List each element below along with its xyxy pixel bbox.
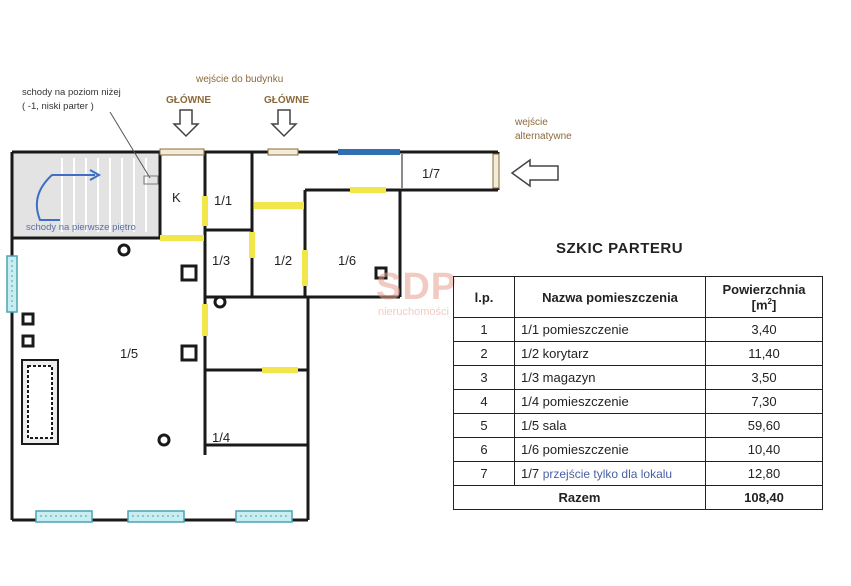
unit-close: ] xyxy=(772,297,777,313)
table-row: 3 1/3 magazyn 3,50 xyxy=(453,365,823,390)
room-label-1-7: 1/7 xyxy=(422,166,441,181)
stairs-down-line1: schody na poziom niżej xyxy=(22,87,121,98)
row7-note: przejście tylko dla lokalu xyxy=(542,467,673,481)
main-entrance-left-label: GŁÓWNE xyxy=(166,95,211,106)
cell-name: 1/2 korytarz xyxy=(514,341,706,366)
header-area: Powierzchnia [m2] xyxy=(705,276,823,318)
entrance-title: wejście do budynku xyxy=(196,74,284,85)
room-label-1-3: 1/3 xyxy=(212,253,231,268)
cell-name: 1/1 pomieszczenie xyxy=(514,317,706,342)
stair-direction-arrow xyxy=(36,174,95,221)
total-label: Razem xyxy=(453,485,706,510)
pillars xyxy=(21,264,388,362)
cell-area: 12,80 xyxy=(705,461,823,486)
cell-lp: 2 xyxy=(453,341,515,366)
stairs-up-label: schody na pierwsze piętro xyxy=(26,222,136,233)
room-label-1-6: 1/6 xyxy=(338,253,357,268)
rooms-table: l.p. Nazwa pomieszczenia Powierzchnia [m… xyxy=(453,276,823,510)
header-name: Nazwa pomieszczenia xyxy=(514,276,706,318)
k-label: K xyxy=(172,190,181,205)
window-top-blue xyxy=(338,149,400,155)
cell-name: 1/4 pomieszczenie xyxy=(514,389,706,414)
room-label-1-4: 1/4 xyxy=(212,430,231,445)
cell-lp: 7 xyxy=(453,461,515,486)
stairs-down-note: schody na poziom niżej ( -1, niski parte… xyxy=(22,86,121,114)
table-row: 1 1/1 pomieszczenie 3,40 xyxy=(453,317,823,342)
windows xyxy=(6,255,293,523)
cell-area: 11,40 xyxy=(705,341,823,366)
table-row: 5 1/5 sala 59,60 xyxy=(453,413,823,438)
total-area: 108,40 xyxy=(705,485,823,510)
stairs-down-line2: ( -1, niski parter ) xyxy=(22,101,94,112)
table-row: 6 1/6 pomieszczenie 10,40 xyxy=(453,437,823,462)
table-row: 4 1/4 pomieszczenie 7,30 xyxy=(453,389,823,414)
cell-name: 1/5 sala xyxy=(514,413,706,438)
stair-treads xyxy=(61,158,147,232)
alt-entrance-door xyxy=(492,153,500,189)
watermark-logo: SDP xyxy=(376,266,458,308)
cell-name: 1/6 pomieszczenie xyxy=(514,437,706,462)
table-total-row: Razem 108,40 xyxy=(453,485,823,510)
header-area-unit: [m2] xyxy=(712,297,816,312)
cell-lp: 6 xyxy=(453,437,515,462)
room-label-1-2: 1/2 xyxy=(274,253,293,268)
round-vents xyxy=(117,243,227,447)
doors xyxy=(160,187,386,373)
main-entrance-right-label: GŁÓWNE xyxy=(264,95,309,106)
main-entrance-right xyxy=(267,148,299,156)
cell-lp: 4 xyxy=(453,389,515,414)
cell-area: 3,40 xyxy=(705,317,823,342)
entrance-arrows xyxy=(172,109,559,188)
unit-exp: 2 xyxy=(767,296,772,306)
cell-lp: 3 xyxy=(453,365,515,390)
header-lp: l.p. xyxy=(453,276,515,318)
cell-area: 3,50 xyxy=(705,365,823,390)
alt-entrance-label: wejście alternatywne xyxy=(515,116,572,144)
cell-name: 1/7 przejście tylko dla lokalu xyxy=(514,461,706,486)
sketch-title: SZKIC PARTERU xyxy=(556,240,684,257)
cell-area: 7,30 xyxy=(705,389,823,414)
alt-entrance-line1: wejście xyxy=(515,117,548,128)
table-row: 7 1/7 przejście tylko dla lokalu 12,80 xyxy=(453,461,823,486)
cell-area: 10,40 xyxy=(705,437,823,462)
unit-m: [m xyxy=(751,297,768,313)
table-header-row: l.p. Nazwa pomieszczenia Powierzchnia [m… xyxy=(453,276,823,318)
main-entrance-left xyxy=(159,148,205,156)
cell-lp: 1 xyxy=(453,317,515,342)
cell-area: 59,60 xyxy=(705,413,823,438)
table-row: 2 1/2 korytarz 11,40 xyxy=(453,341,823,366)
header-area-line1: Powierzchnia xyxy=(722,281,806,297)
fixture xyxy=(21,359,59,445)
row7-code: 1/7 xyxy=(521,466,540,481)
alt-entrance-line2: alternatywne xyxy=(515,131,572,142)
room-label-1-5: 1/5 xyxy=(120,346,139,361)
watermark-sub: nieruchomości xyxy=(378,306,449,318)
cell-lp: 5 xyxy=(453,413,515,438)
room-label-1-1: 1/1 xyxy=(214,193,233,208)
cell-name: 1/3 magazyn xyxy=(514,365,706,390)
